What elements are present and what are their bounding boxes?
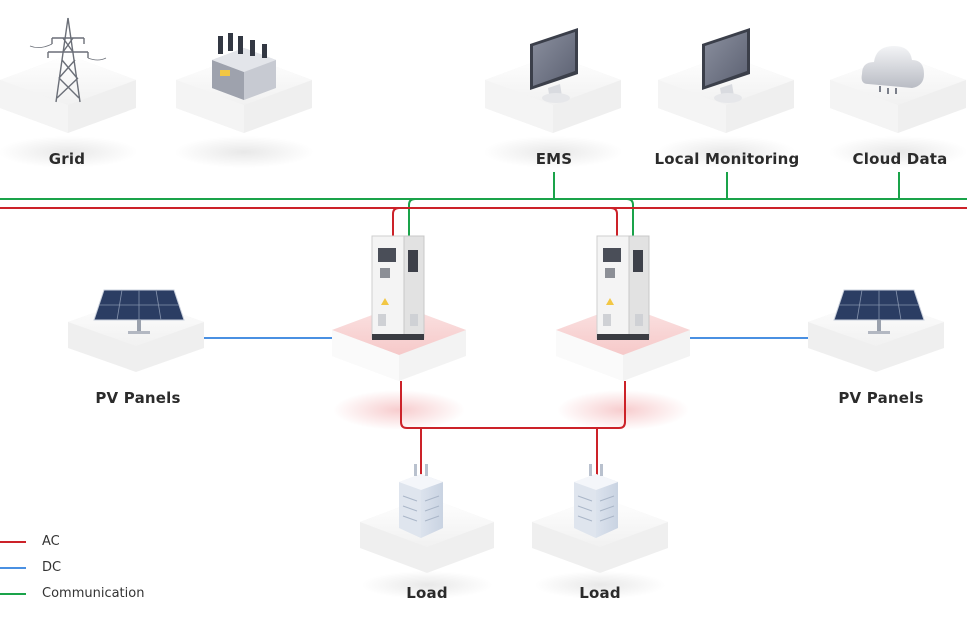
pedestals	[0, 55, 967, 599]
cloud-icon	[861, 46, 924, 94]
power-tower-icon	[29, 17, 107, 103]
legend-dc-swatch	[0, 567, 26, 569]
energy-storage-cabinet-icon	[596, 235, 650, 340]
label-local-monitoring: Local Monitoring	[654, 150, 800, 168]
label-load-left: Load	[406, 584, 448, 602]
legend-dc-label: DC	[42, 560, 62, 575]
building-icon	[574, 464, 618, 538]
transformer-icon	[212, 33, 276, 100]
label-grid: Grid	[48, 150, 86, 168]
monitor-icon	[530, 28, 578, 103]
label-ems: EMS	[535, 150, 573, 168]
label-cloud-data: Cloud Data	[852, 150, 948, 168]
solar-panel-icon	[833, 289, 925, 334]
legend-communication-swatch	[0, 593, 26, 595]
legend-ac-swatch	[0, 541, 26, 543]
building-icon	[399, 464, 443, 538]
legend-communication-label: Communication	[42, 586, 145, 601]
label-pv-right: PV Panels	[838, 389, 924, 407]
energy-storage-cabinet-icon	[371, 235, 425, 340]
legend-ac-label: AC	[42, 534, 60, 549]
connections	[0, 172, 967, 480]
label-pv-left: PV Panels	[95, 389, 181, 407]
monitor-icon	[702, 28, 750, 103]
label-load-right: Load	[579, 584, 621, 602]
solar-panel-icon	[93, 289, 185, 334]
